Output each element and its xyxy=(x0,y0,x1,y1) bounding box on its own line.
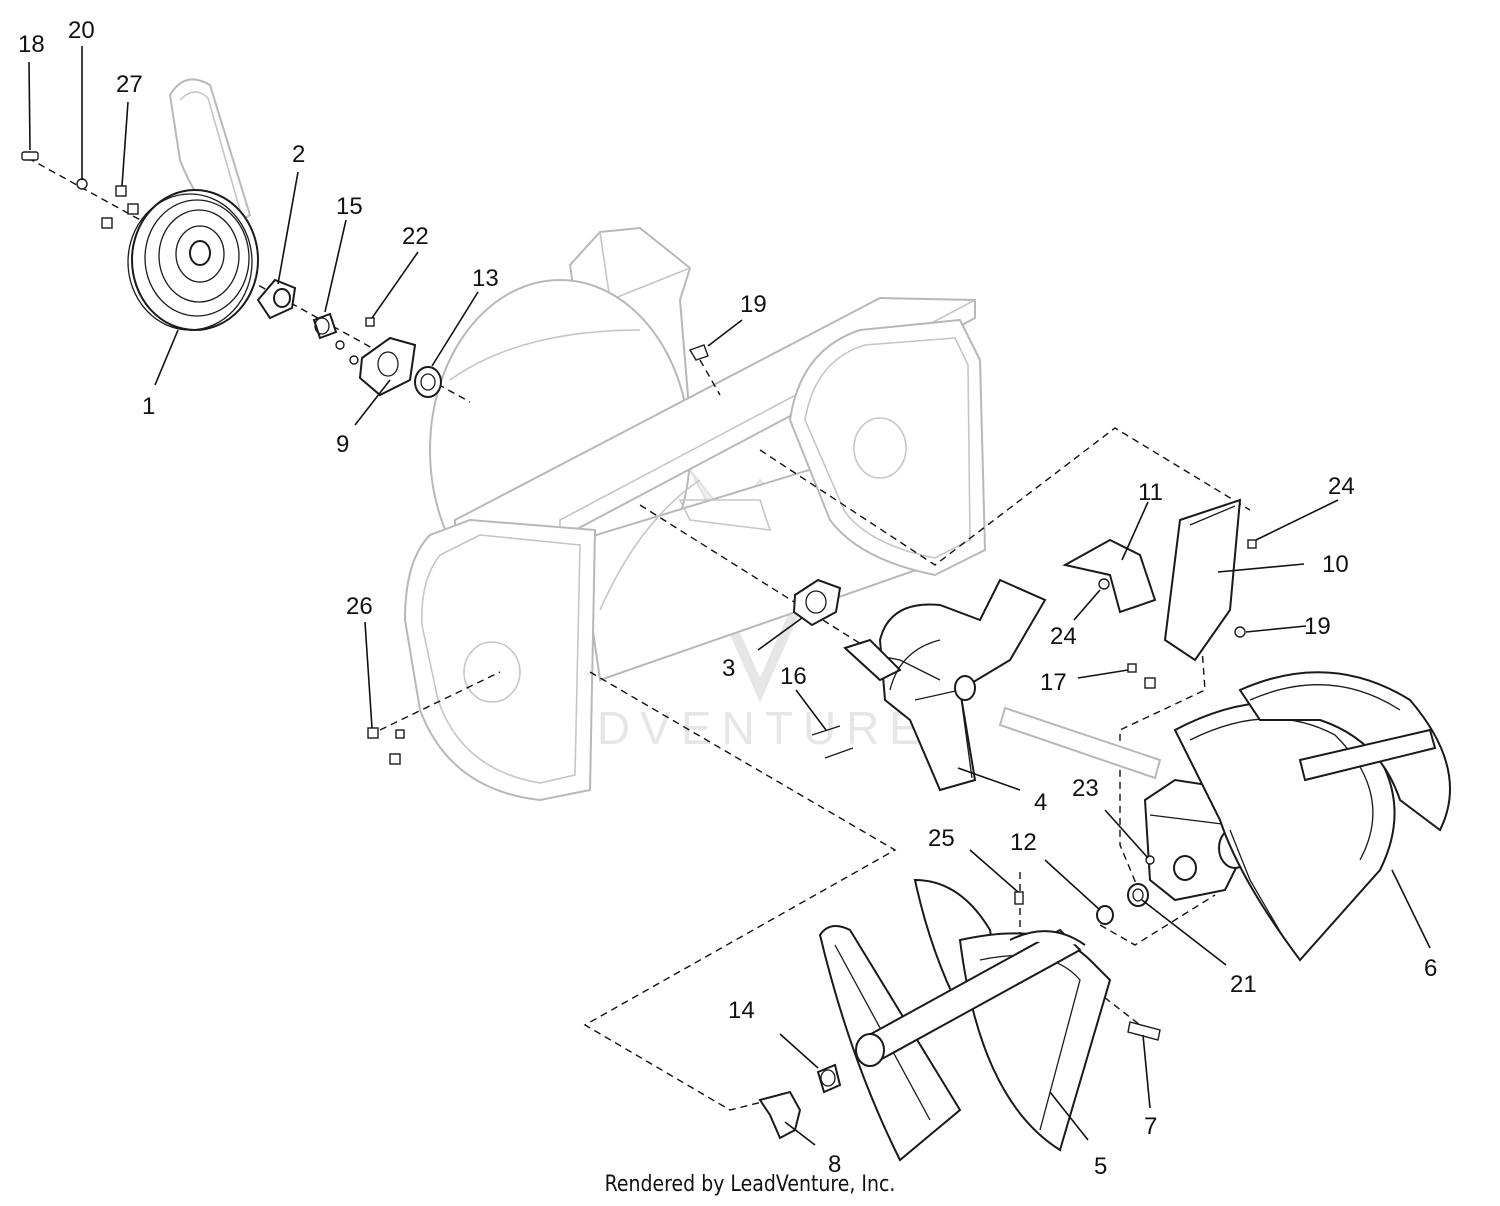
callout-18: 18 xyxy=(18,31,45,58)
callout-13: 13 xyxy=(472,265,499,292)
callout-4: 4 xyxy=(1034,789,1047,816)
callout-8: 8 xyxy=(828,1151,841,1178)
bearing-flange-3 xyxy=(792,578,842,627)
callout-17: 17 xyxy=(1040,669,1067,696)
shear-bolt-plate-8 xyxy=(758,1090,802,1140)
pins-16 xyxy=(811,725,854,759)
spacer-15 xyxy=(312,312,338,340)
callout-20: 20 xyxy=(68,17,95,44)
callout-10: 10 xyxy=(1322,551,1349,578)
callout-11: 11 xyxy=(1138,479,1163,506)
callout-25: 25 xyxy=(928,825,955,852)
callout-7: 7 xyxy=(1144,1113,1157,1140)
callout-9: 9 xyxy=(336,431,349,458)
footer-credit: Rendered by LeadVenture, Inc. xyxy=(604,1172,896,1197)
bolts-26 xyxy=(367,727,405,765)
spacer-14 xyxy=(816,1063,842,1094)
washers-12-21 xyxy=(1096,883,1149,925)
brackets-10-11 xyxy=(1062,498,1257,689)
callout-labels: 18 20 27 2 15 22 13 19 1 9 11 24 10 26 2… xyxy=(18,17,1437,1180)
callout-1: 1 xyxy=(142,393,155,420)
callout-26: 26 xyxy=(346,593,373,620)
impeller-4 xyxy=(843,578,1047,792)
callout-16: 16 xyxy=(780,663,807,690)
pulley-assembly xyxy=(127,78,259,331)
callout-24-bottom: 24 xyxy=(1050,623,1077,650)
callout-6: 6 xyxy=(1424,955,1437,982)
callout-21: 21 xyxy=(1230,971,1257,998)
pulley-hardware xyxy=(21,151,139,229)
auger-shaft xyxy=(998,706,1162,780)
callout-22: 22 xyxy=(402,223,429,250)
callout-14: 14 xyxy=(728,997,755,1024)
callout-3: 3 xyxy=(722,655,735,682)
callout-5: 5 xyxy=(1094,1153,1107,1180)
bearing-flange-2 xyxy=(256,278,297,320)
auger-5 xyxy=(818,878,1112,1162)
callout-23: 23 xyxy=(1072,775,1099,802)
bearing-13 xyxy=(414,366,442,398)
callout-2: 2 xyxy=(292,141,305,168)
callout-19-top: 19 xyxy=(740,291,767,318)
auger-housing-ghost xyxy=(403,226,987,802)
bolt-25 xyxy=(1014,891,1024,905)
callout-leaders xyxy=(28,46,1431,1146)
nuts-22 xyxy=(335,317,375,365)
auger-6 xyxy=(1173,671,1451,962)
callout-19-right: 19 xyxy=(1304,613,1331,640)
bolt-19-top xyxy=(688,344,709,361)
callout-15: 15 xyxy=(336,193,363,220)
callout-27: 27 xyxy=(116,71,143,98)
flange-plate-9 xyxy=(358,336,417,397)
callout-24-top: 24 xyxy=(1328,473,1355,500)
callout-12: 12 xyxy=(1010,829,1037,856)
bolt-7 xyxy=(1127,1021,1161,1041)
